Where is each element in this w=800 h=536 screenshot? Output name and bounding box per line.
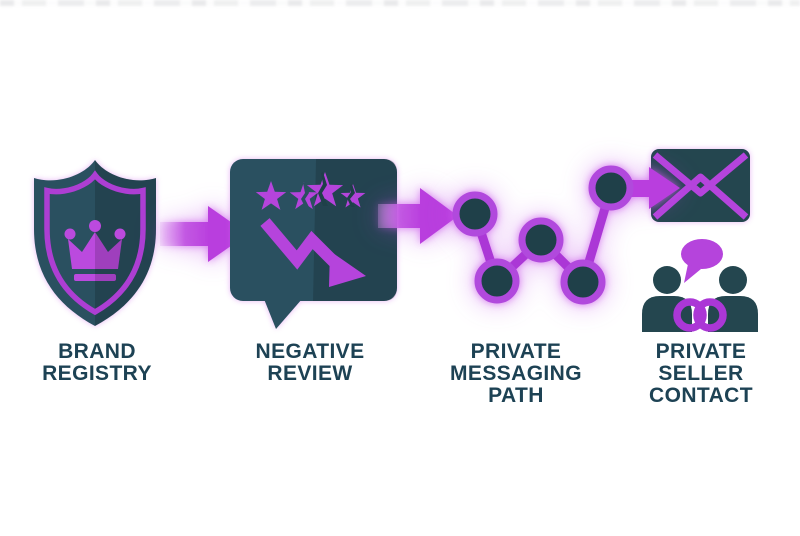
- path-node: [452, 191, 498, 237]
- arrow-head: [208, 206, 248, 262]
- chat-bubble-icon: [681, 239, 723, 283]
- people-contact-icon: [642, 239, 758, 332]
- envelope-body: [651, 149, 750, 222]
- person-head: [653, 266, 681, 294]
- path-node: [474, 258, 520, 304]
- connected-path-icon: [452, 165, 680, 305]
- envelope-icon: [651, 149, 750, 222]
- crown-icon: [64, 220, 126, 281]
- arrow-head: [420, 188, 458, 244]
- step-label-line: CONTACT: [649, 384, 753, 407]
- flow-arrow-1: [160, 206, 248, 262]
- step-label-line: REGISTRY: [42, 362, 152, 385]
- star-crack: [318, 172, 328, 206]
- flow-arrow-2: [378, 188, 458, 244]
- person-head: [719, 266, 747, 294]
- star-crack: [301, 182, 310, 209]
- step-label-negative-review: NEGATIVE REVIEW: [205, 341, 415, 385]
- arrow-tail: [378, 204, 422, 228]
- star-icon: [340, 184, 366, 208]
- step-label-line: PRIVATE: [470, 340, 562, 363]
- star-crack: [347, 184, 355, 207]
- envelope-flap-line: [652, 152, 749, 197]
- envelope-fold-line: [652, 173, 749, 220]
- star-icon: [255, 181, 287, 210]
- arrow-head: [649, 167, 680, 209]
- review-bubble-stars-icon: [230, 159, 397, 329]
- path-node: [560, 259, 606, 305]
- step-label-private-messaging-path: PRIVATE MESSAGING PATH: [411, 341, 621, 407]
- arrow-tail: [160, 222, 210, 246]
- step-label-line: SELLER: [658, 362, 744, 385]
- step-label-line: MESSAGING: [450, 362, 582, 385]
- shield-inner-border: [44, 170, 146, 316]
- star-icon: [306, 172, 344, 207]
- step-label-brand-registry: BRAND REGISTRY: [0, 341, 202, 385]
- bubble-tail: [264, 299, 302, 329]
- step-label-line: REVIEW: [267, 362, 353, 385]
- path-node: [518, 217, 564, 263]
- rating-stars-icon: [255, 172, 366, 210]
- step-label-line: PATH: [488, 384, 544, 407]
- link-chain-icon: [673, 298, 727, 332]
- declining-trend-arrow-icon: [260, 218, 366, 287]
- path-nodes: [452, 165, 634, 305]
- step-label-line: NEGATIVE: [255, 340, 365, 363]
- step-label-private-seller-contact: PRIVATE SELLER CONTACT: [596, 341, 800, 407]
- step-label-line: BRAND: [58, 340, 136, 363]
- cropped-text-artifact: [0, 0, 800, 6]
- path-node: [588, 165, 634, 211]
- step-label-line: PRIVATE: [655, 340, 747, 363]
- shield-crown-icon: [34, 160, 156, 326]
